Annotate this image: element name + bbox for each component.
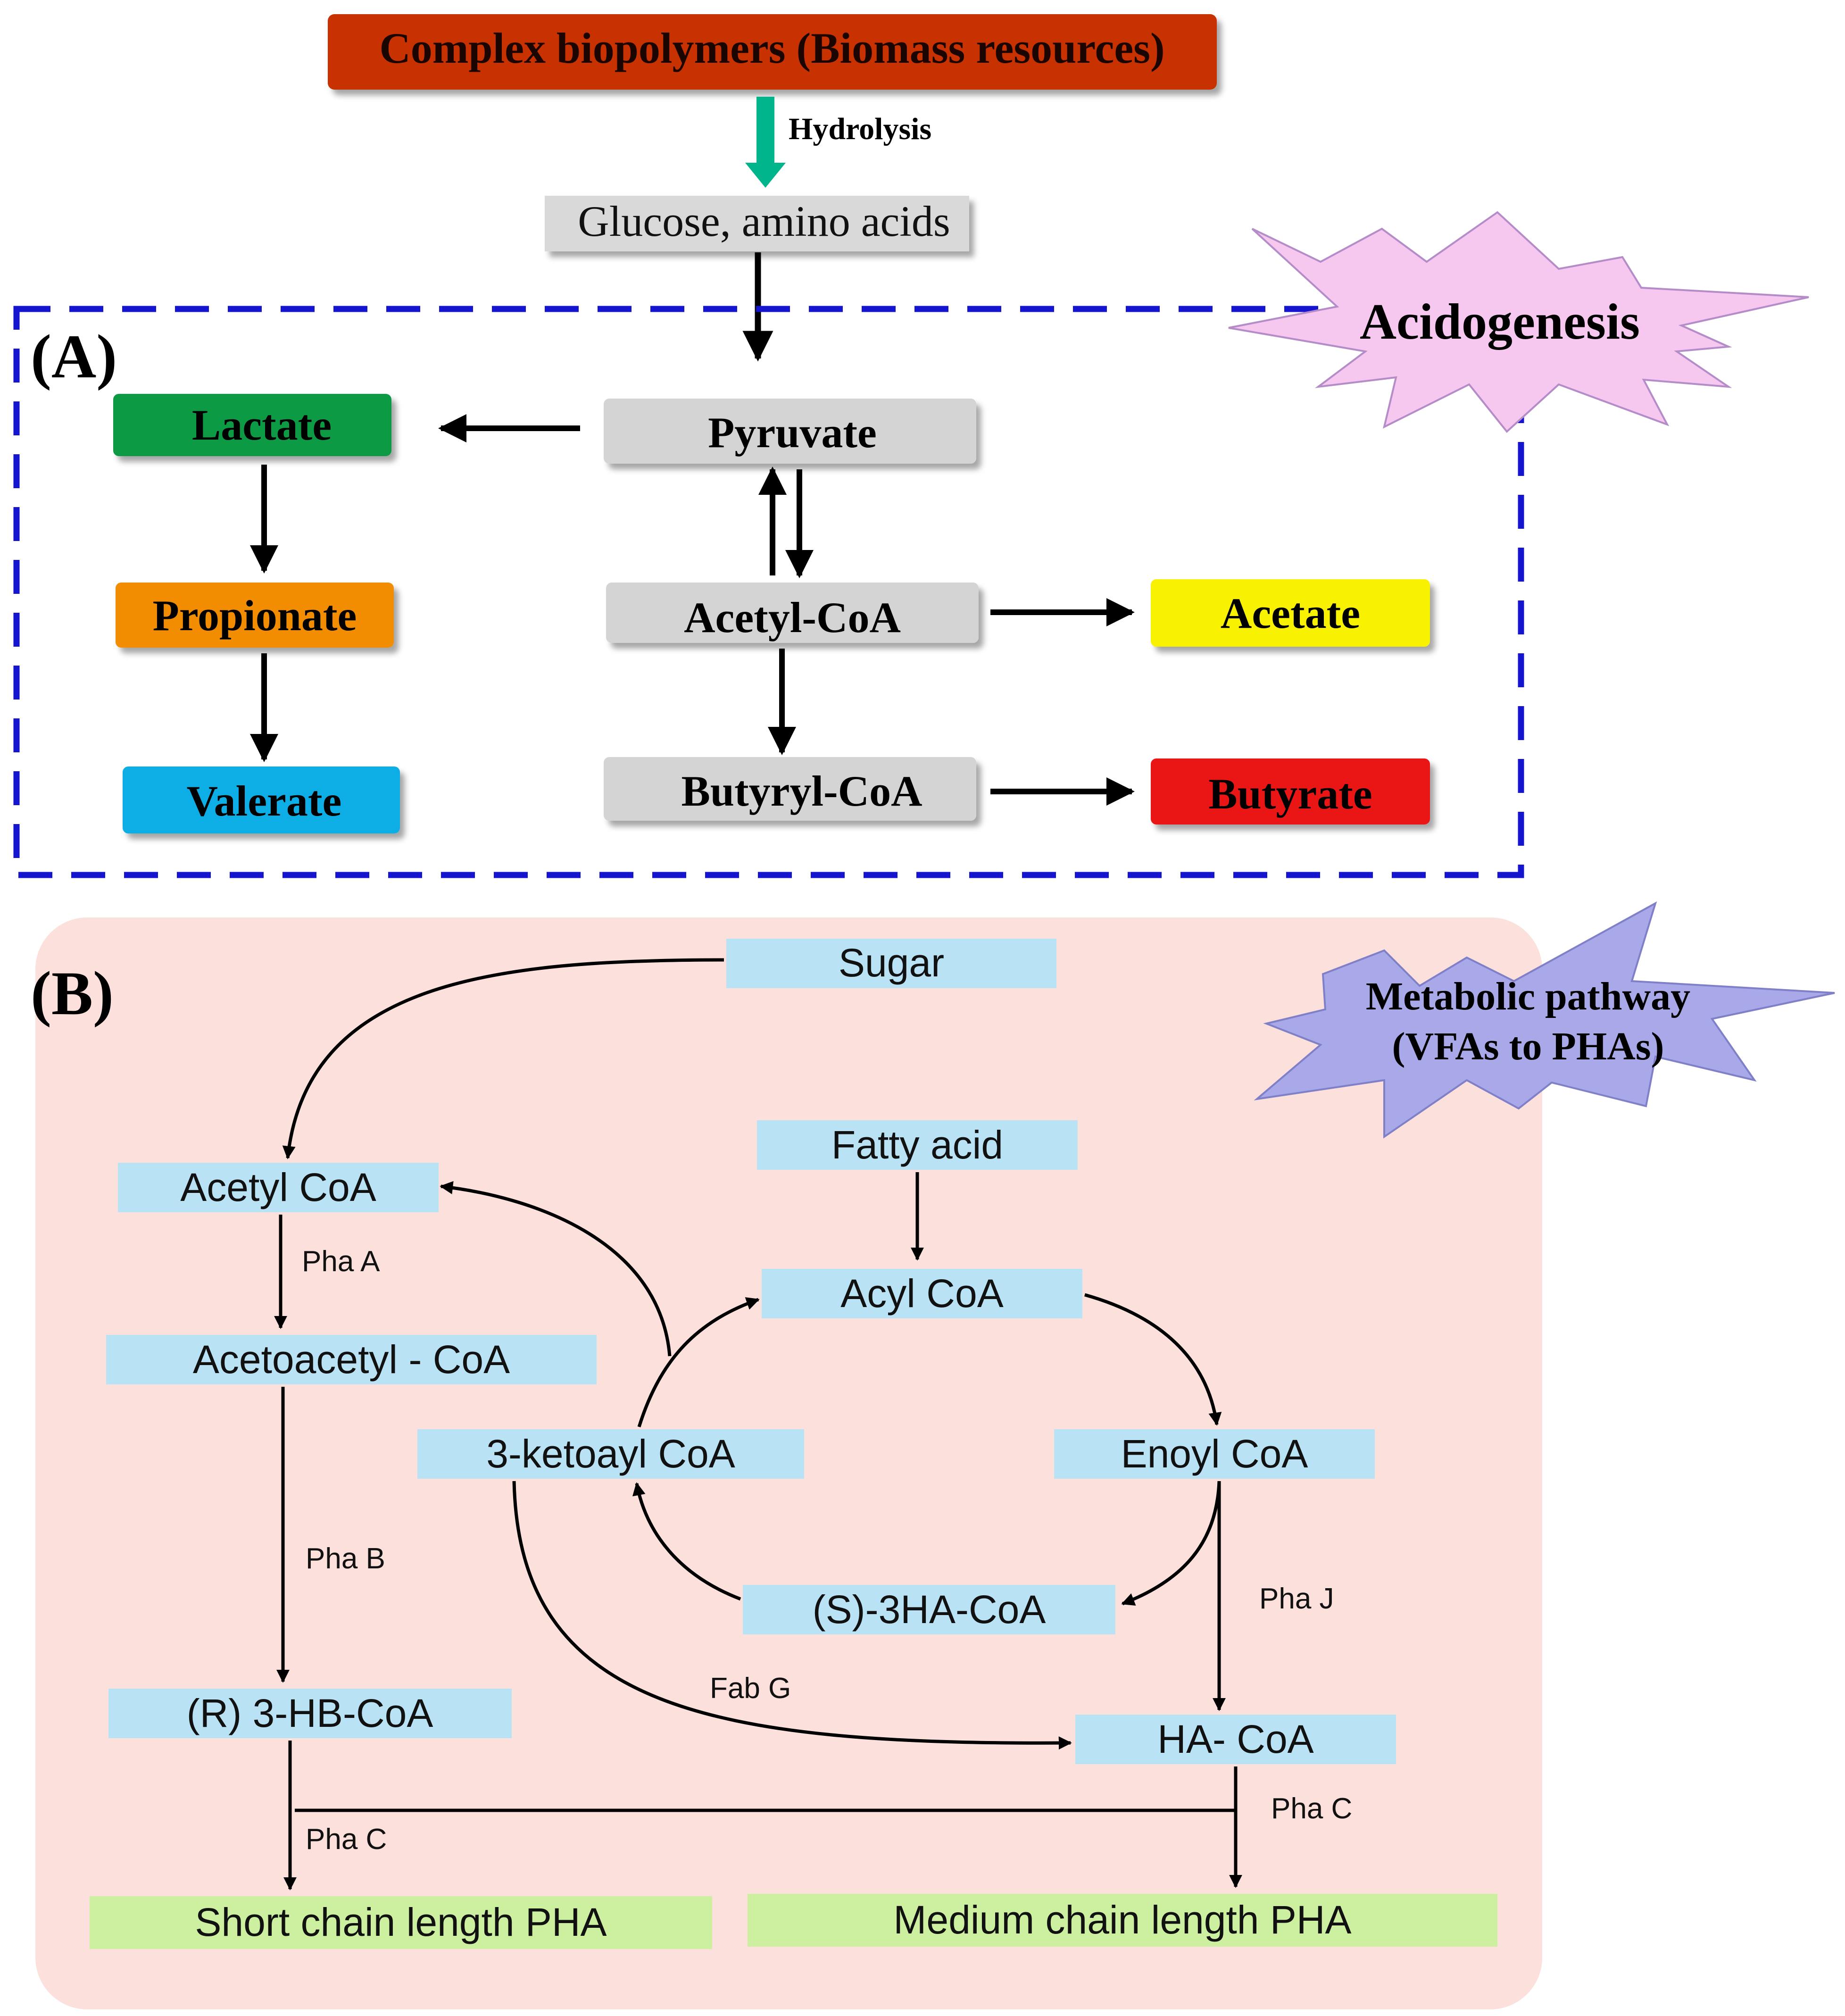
arrow-s3ha-to-ketoacyl bbox=[632, 1482, 741, 1601]
node-fatty-acid: Fatty acid bbox=[757, 1120, 1078, 1170]
acidogenesis-burst: Acidogenesis bbox=[1228, 211, 1809, 433]
hydrolysis-label: Hydrolysis bbox=[789, 112, 931, 146]
node-acetate: Acetate bbox=[1151, 579, 1430, 647]
pathway-burst-label-2: (VFAs to PHAs) bbox=[1392, 1025, 1664, 1068]
arrow-ketoacyl-to-acetylcoa bbox=[440, 1181, 672, 1357]
node-acetoacetyl-coa-label: Acetoacetyl - CoA bbox=[193, 1337, 510, 1382]
source-label: Complex biopolymers (Biomass resources) bbox=[379, 24, 1164, 72]
node-ha-coa-label: HA- CoA bbox=[1157, 1717, 1313, 1761]
arrow-ketoacyl-to-hacoa bbox=[512, 1481, 1072, 1750]
node-short-pha: Short chain length PHA bbox=[90, 1896, 712, 1949]
node-acetyl-coa-a-label: Acetyl-CoA bbox=[684, 593, 901, 641]
node-butyryl-coa: Butyryl-CoA bbox=[604, 757, 976, 821]
enzyme-pha-j: Pha J bbox=[1259, 1583, 1334, 1615]
node-short-pha-label: Short chain length PHA bbox=[195, 1900, 607, 1944]
node-propionate: Propionate bbox=[116, 583, 394, 648]
node-valerate-label: Valerate bbox=[187, 777, 342, 825]
node-acetyl-coa-b-label: Acetyl CoA bbox=[180, 1165, 376, 1209]
enzyme-pha-b: Pha B bbox=[306, 1542, 385, 1575]
node-ketoacyl-coa-label: 3-ketoayl CoA bbox=[486, 1432, 735, 1476]
node-r3hb-coa-label: (R) 3-HB-CoA bbox=[187, 1691, 433, 1735]
arrow-enoylcoa-to-s3ha bbox=[1121, 1481, 1221, 1606]
node-r3hb-coa: (R) 3-HB-CoA bbox=[108, 1689, 512, 1738]
enzyme-labels: Pha A Pha B Pha C Pha C Pha J Fab G bbox=[302, 1245, 1352, 1856]
enzyme-pha-c-right: Pha C bbox=[1271, 1792, 1352, 1825]
arrow-sugar-to-acetylcoa bbox=[282, 958, 724, 1159]
node-sugar: Sugar bbox=[726, 939, 1056, 988]
intermediate-node: Glucose, amino acids bbox=[545, 196, 969, 251]
node-medium-pha-label: Medium chain length PHA bbox=[893, 1898, 1351, 1942]
acidogenesis-label: Acidogenesis bbox=[1360, 294, 1640, 350]
node-acetyl-coa-b: Acetyl CoA bbox=[118, 1163, 439, 1212]
node-fatty-acid-label: Fatty acid bbox=[831, 1123, 1003, 1167]
pathway-burst-label-1: Metabolic pathway bbox=[1366, 975, 1690, 1018]
node-enoyl-coa: Enoyl CoA bbox=[1054, 1429, 1375, 1479]
node-s3ha-coa: (S)-3HA-CoA bbox=[743, 1585, 1115, 1634]
panel-a-tag: (A) bbox=[31, 322, 117, 391]
node-propionate-label: Propionate bbox=[153, 591, 357, 640]
node-ha-coa: HA- CoA bbox=[1075, 1715, 1396, 1764]
node-valerate: Valerate bbox=[123, 766, 400, 833]
node-pyruvate: Pyruvate bbox=[604, 399, 976, 464]
arrow-acylcoa-to-enoylcoa bbox=[1084, 1293, 1222, 1426]
node-enoyl-coa-label: Enoyl CoA bbox=[1121, 1432, 1308, 1476]
panel-a-arrows bbox=[250, 414, 1135, 806]
enzyme-fab-g: Fab G bbox=[710, 1672, 791, 1705]
panel-a-border bbox=[13, 306, 1524, 878]
pathway-burst: Metabolic pathway (VFAs to PHAs) bbox=[1254, 901, 1835, 1139]
source-node: Complex biopolymers (Biomass resources) bbox=[328, 14, 1217, 90]
node-lactate: Lactate bbox=[113, 394, 391, 456]
node-acyl-coa-label: Acyl CoA bbox=[840, 1271, 1003, 1316]
node-sugar-label: Sugar bbox=[839, 941, 944, 985]
node-acetyl-coa-a: Acetyl-CoA bbox=[606, 583, 979, 643]
arrow-ketoacyl-to-acylcoa bbox=[637, 1297, 760, 1428]
node-ketoacyl-coa: 3-ketoayl CoA bbox=[417, 1429, 804, 1479]
node-acetoacetyl-coa: Acetoacetyl - CoA bbox=[106, 1335, 597, 1384]
hydrolysis-arrow bbox=[745, 97, 786, 188]
node-acyl-coa: Acyl CoA bbox=[762, 1269, 1082, 1318]
node-butyryl-coa-label: Butyryl-CoA bbox=[681, 767, 922, 815]
intermediate-label: Glucose, amino acids bbox=[578, 197, 950, 245]
node-pyruvate-label: Pyruvate bbox=[708, 408, 877, 457]
panel-b-tag: (B) bbox=[31, 958, 114, 1028]
panel-b-arrows bbox=[274, 958, 1242, 1891]
node-medium-pha: Medium chain length PHA bbox=[748, 1894, 1497, 1947]
node-s3ha-coa-label: (S)-3HA-CoA bbox=[813, 1587, 1046, 1632]
node-lactate-label: Lactate bbox=[192, 401, 332, 449]
node-butyrate: Butyrate bbox=[1151, 758, 1430, 825]
node-butyrate-label: Butyrate bbox=[1208, 770, 1372, 818]
enzyme-pha-c-left: Pha C bbox=[306, 1823, 387, 1856]
enzyme-pha-a: Pha A bbox=[302, 1245, 380, 1278]
node-acetate-label: Acetate bbox=[1221, 589, 1360, 637]
